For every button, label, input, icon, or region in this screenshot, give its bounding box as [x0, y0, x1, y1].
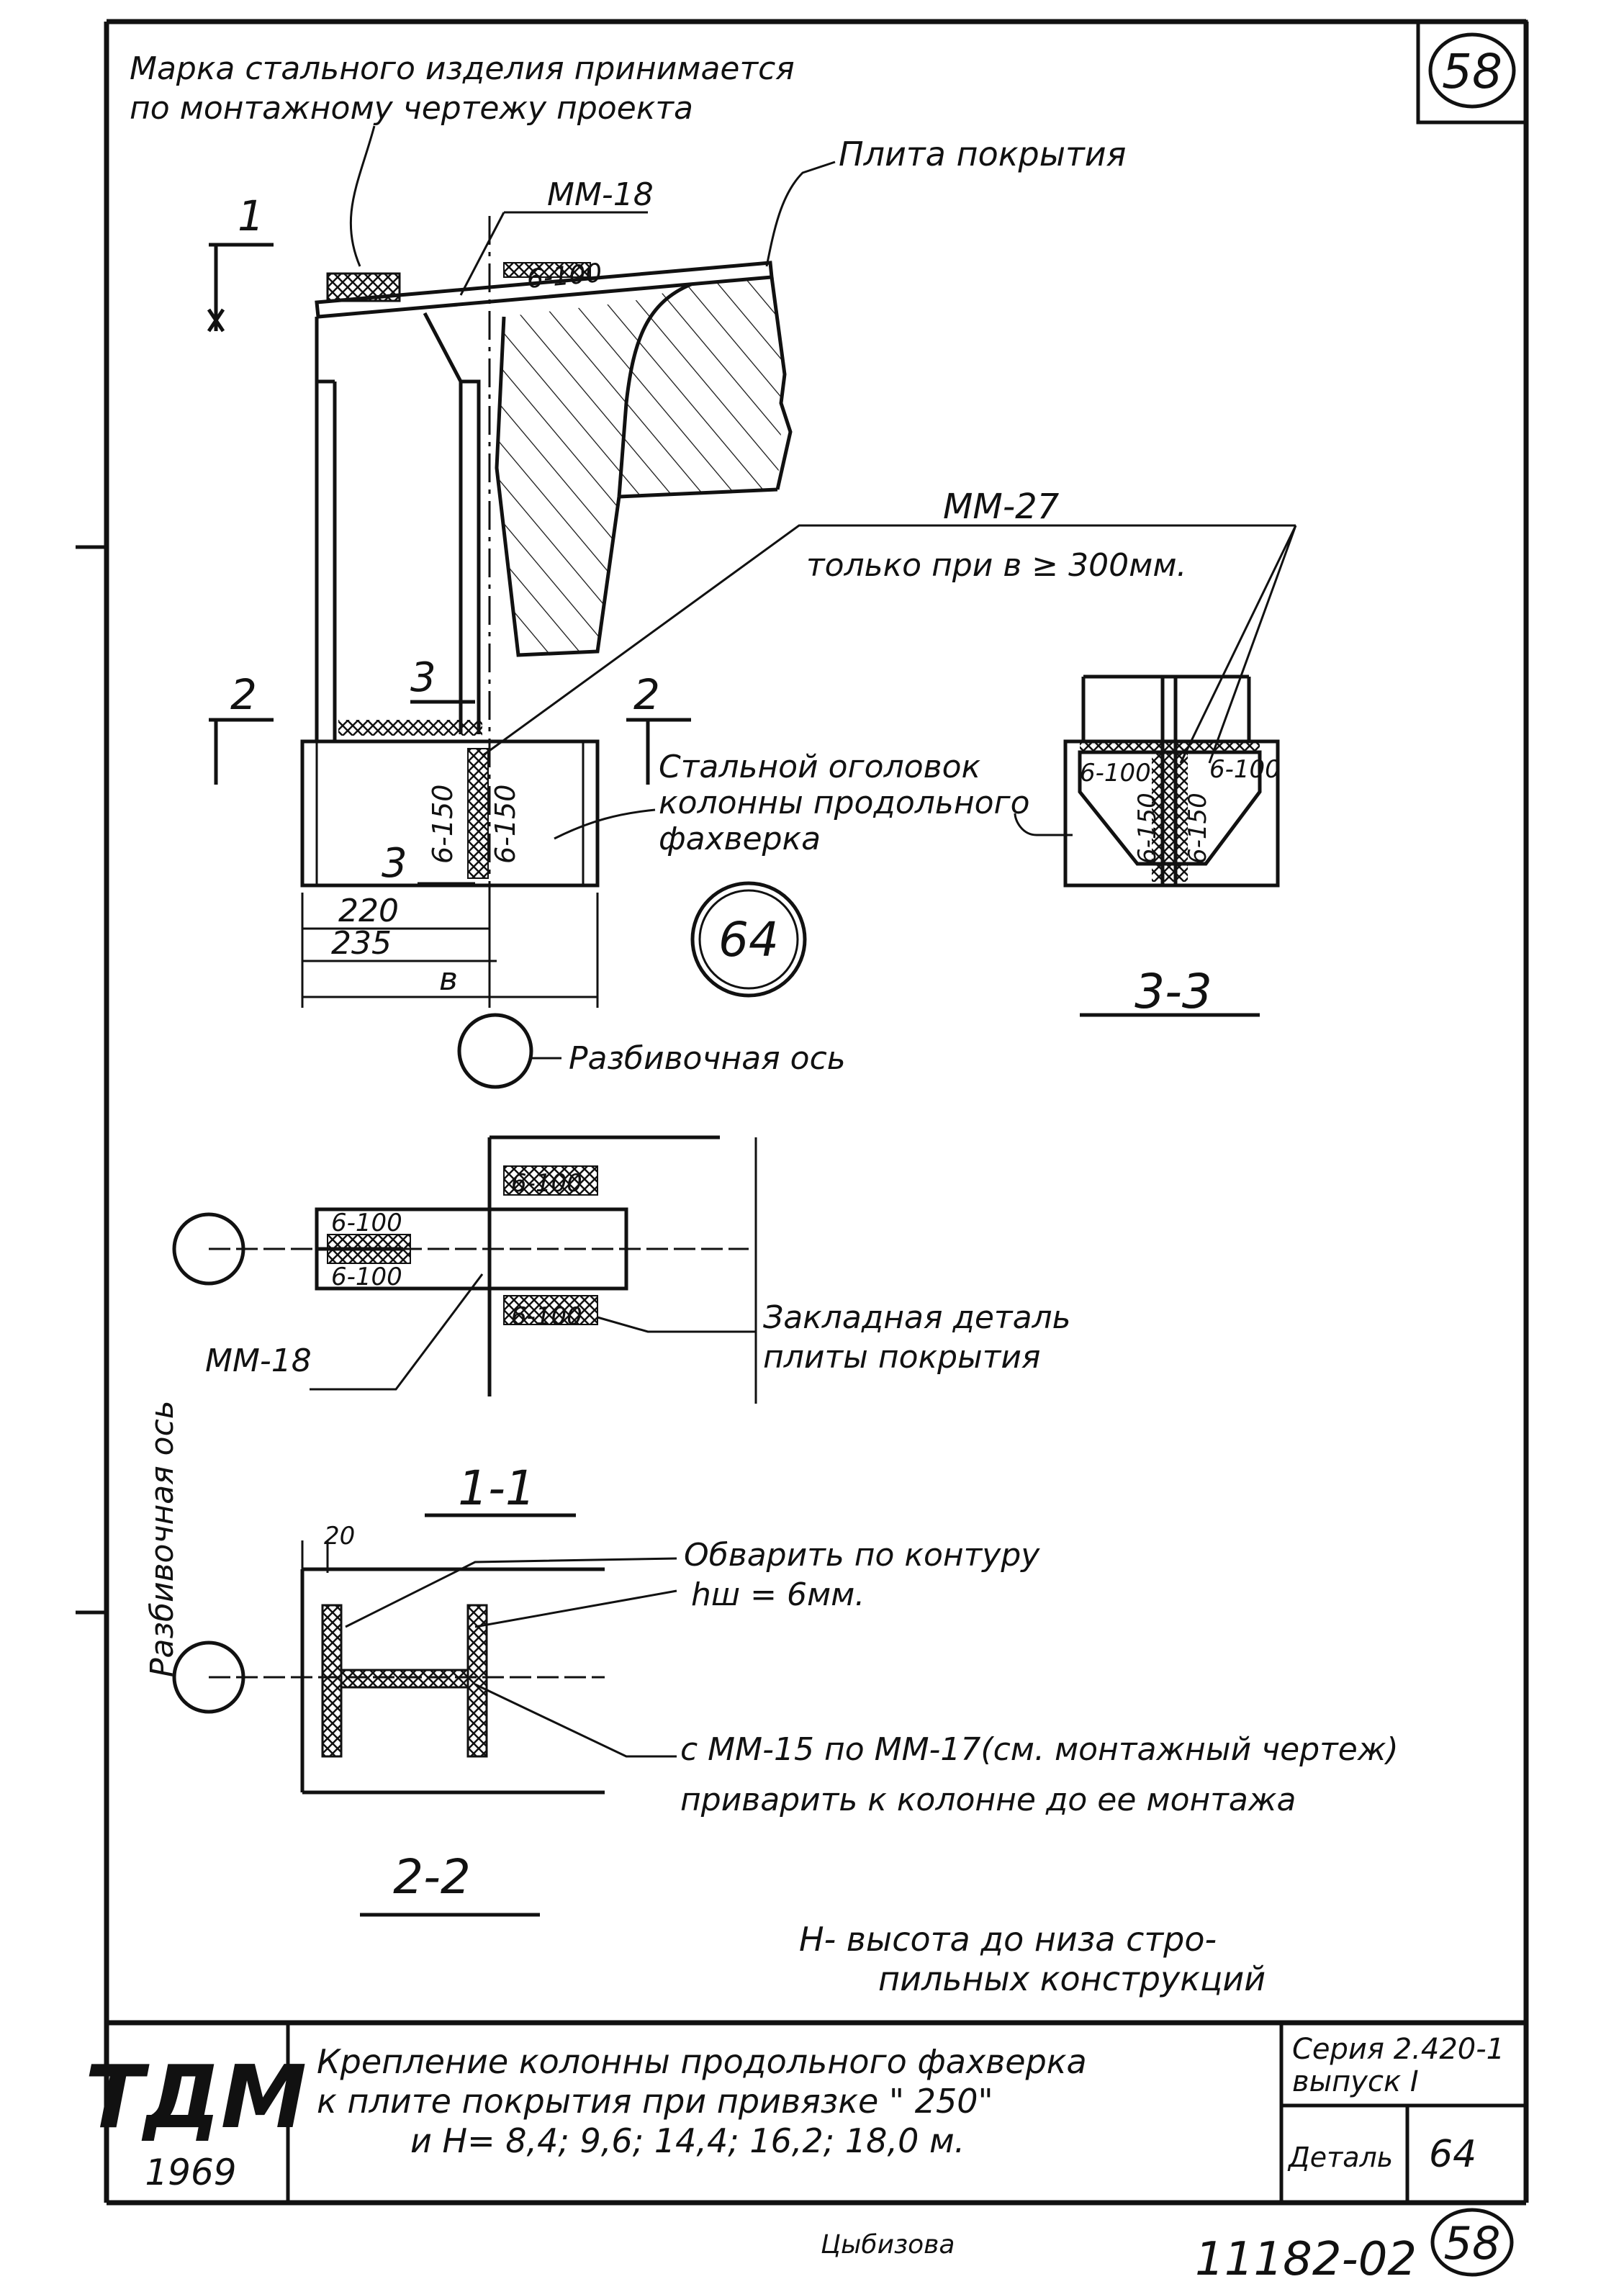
section-3-3: 6-100 6-100 6-150 6-150 3-3: [1014, 674, 1281, 1019]
svg-text:в: в: [439, 961, 458, 998]
roof-slab-label: Плита покрытия: [839, 135, 1126, 173]
svg-text:1-1: 1-1: [458, 1461, 536, 1516]
mm15-note-line2: приварить к колонне до ее монтажа: [680, 1782, 1296, 1818]
cap-leader: [554, 808, 656, 840]
section-1-1: 6-100 6-100 6-100 6-100 1-1: [172, 1135, 757, 1517]
svg-text:220: 220: [338, 893, 399, 929]
svg-text:58: 58: [1442, 44, 1502, 99]
svg-text:2: 2: [230, 670, 257, 719]
svg-text:3: 3: [382, 840, 407, 887]
main-elevation: 1 2 2 3 3 6-150 6-150 6-100 220 235 в: [207, 191, 793, 1089]
cap-label-line3: фахверка: [659, 821, 821, 857]
embedded-label-line1: Закладная деталь: [763, 1299, 1071, 1336]
bottom-sheet-number: 58: [1430, 2208, 1514, 2277]
svg-text:6-150: 6-150: [1183, 793, 1212, 864]
svg-text:235: 235: [331, 925, 392, 962]
mark-note-line1: Марка стального изделия принимается: [130, 50, 795, 87]
detail-value: 64: [1429, 2133, 1476, 2176]
mm18-left-label: ММ-18: [205, 1342, 312, 1379]
issue-label: выпуск I: [1292, 2065, 1419, 2098]
detail-label: Деталь: [1287, 2142, 1393, 2173]
svg-text:2: 2: [633, 670, 660, 719]
svg-text:6-100: 6-100: [511, 1169, 582, 1198]
axis-vertical-label: Разбивочная ось: [144, 1400, 181, 1677]
embedded-label-line2: плиты покрытия: [763, 1339, 1040, 1376]
mm18-top-label: ММ-18: [547, 176, 654, 213]
svg-text:3-3: 3-3: [1134, 964, 1212, 1019]
detail-circle: 64: [690, 881, 807, 998]
svg-text:6-100: 6-100: [525, 258, 603, 294]
svg-text:6-100: 6-100: [511, 1302, 582, 1331]
svg-text:20: 20: [324, 1522, 355, 1551]
svg-text:58: 58: [1444, 2217, 1501, 2270]
svg-text:6-150: 6-150: [427, 785, 459, 864]
weld-note-line1: Обварить по контуру: [684, 1537, 1040, 1574]
archive-number: 11182-02: [1195, 2233, 1417, 2279]
signature: Цыбизова: [821, 2230, 955, 2260]
mm27-label: ММ-27: [943, 487, 1060, 527]
h-note-line2: пильных конструкций: [878, 1959, 1266, 1998]
mm15-note-line1: с ММ-15 по ММ-17(см. монтажный чертеж): [680, 1731, 1399, 1768]
svg-text:64: 64: [718, 912, 779, 967]
svg-text:6-100: 6-100: [1080, 759, 1151, 788]
weld-note-line2: hш = 6мм.: [691, 1576, 865, 1613]
sheet-frame: [76, 19, 1529, 2206]
svg-text:6-100: 6-100: [1209, 755, 1281, 784]
roof-slab-leader: [765, 161, 836, 267]
corner-sheet-number: 58: [1428, 32, 1516, 109]
logo-text: ТДМ: [85, 2048, 307, 2148]
mark-note-line2: по монтажному чертежу проекта: [130, 90, 693, 127]
cap-label-line2: колонны продольного: [659, 785, 1030, 821]
title-line1: Крепление колонны продольного фахверка: [317, 2042, 1087, 2081]
svg-text:3: 3: [410, 654, 436, 701]
year-text: 1969: [145, 2152, 236, 2193]
mm27-leader: [482, 524, 1297, 764]
mm18-top-leader: [459, 211, 648, 296]
section-2-2: 20 2-2: [172, 1522, 677, 1917]
title-block: ТДМ 1969 Крепление колонны продольного ф…: [85, 2020, 1526, 2203]
svg-text:1: 1: [238, 191, 264, 240]
title-line3: и Н= 8,4; 9,6; 14,4; 16,2; 18,0 м.: [410, 2121, 965, 2160]
h-note-line1: Н- высота до низа стро-: [799, 1920, 1217, 1959]
svg-text:6-150: 6-150: [1133, 793, 1162, 864]
svg-text:6-100: 6-100: [331, 1263, 402, 1291]
mm27-condition: только при в ≥ 300мм.: [806, 547, 1187, 584]
svg-text:6-150: 6-150: [490, 785, 521, 864]
series-label: Серия 2.420-1: [1292, 2033, 1505, 2066]
title-line2: к плите покрытия при привязке " 250": [317, 2082, 993, 2121]
svg-text:2-2: 2-2: [393, 1849, 471, 1905]
svg-text:6-100: 6-100: [331, 1209, 402, 1237]
axis-main-label: Разбивочная ось: [569, 1040, 846, 1077]
mark-leader: [349, 125, 376, 267]
cap-label-line1: Стальной оголовок: [659, 749, 980, 785]
